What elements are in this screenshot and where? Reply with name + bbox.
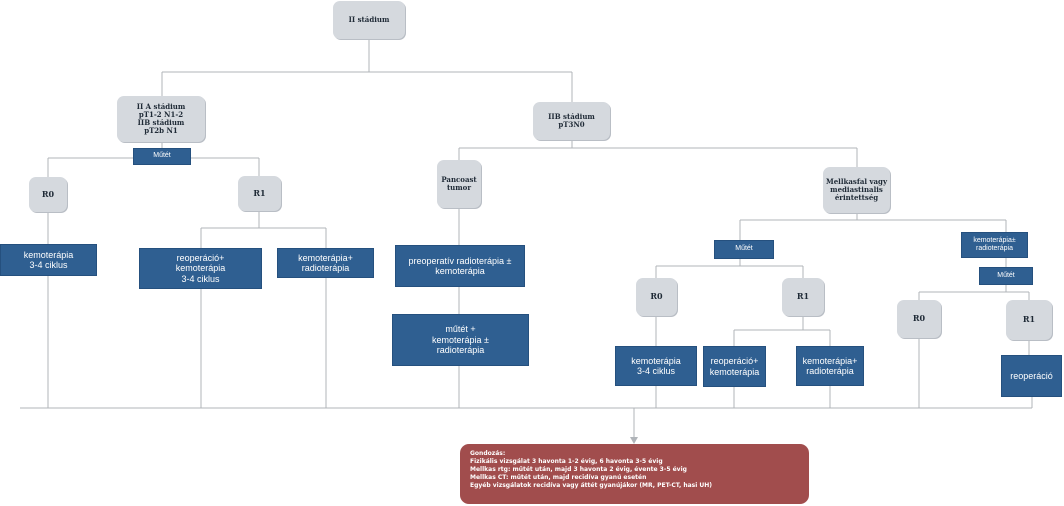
r1-left-node: R1 <box>238 176 281 211</box>
followup-line: Mellkas CT: műtét után, majd recidíva gy… <box>470 474 647 482</box>
followup-box: Gondozás: Fizikális vizsgálat 3 havonta … <box>460 444 809 504</box>
preop-radiotherapy-node: preoperatív radioterápia ± kemoterápia <box>395 245 525 287</box>
r0-mid-node: R0 <box>636 278 677 316</box>
chemo-left-node: kemoterápia 3-4 ciklus <box>0 244 97 276</box>
r1-right-node: R1 <box>1006 300 1052 340</box>
reoperation-right-node: reoperáció <box>1001 355 1062 397</box>
stage-iib-node: IIB stádium pT3N0 <box>533 102 610 140</box>
chestwall-involvement-node: Mellkasfal vagy mediastinalis érintettsé… <box>823 167 890 213</box>
pancoast-tumor-node: Pancoast tumor <box>437 160 481 208</box>
stage-iia-node: II A stádium pT1-2 N1-2 IIB stádium pT2b… <box>117 96 205 142</box>
surgery-mid-node: Műtét <box>714 240 774 259</box>
reop-chemo-mid-node: reoperáció+ kemoterápia <box>703 346 766 387</box>
chemorad-left-node: kemoterápia+ radioterápia <box>277 248 374 278</box>
surgery-chemo-rad-node: műtét + kemoterápia ± radioterápia <box>392 314 529 366</box>
reop-chemo-left-node: reoperáció+ kemoterápia 3-4 ciklus <box>139 248 262 289</box>
surgery-left-node: Műtét <box>133 148 191 165</box>
stage-ii-node: II stádium <box>333 1 405 39</box>
followup-line: Mellkas rtg: műtét után, majd 3 havonta … <box>470 466 687 474</box>
r0-right-node: R0 <box>897 300 941 338</box>
chemo-mid-node: kemoterápia 3-4 ciklus <box>615 346 697 386</box>
followup-line: Fizikális vizsgálat 3 havonta 1-2 évig, … <box>470 458 663 466</box>
r0-left-node: R0 <box>29 177 67 212</box>
chemorad-right-node: kemoterápia± radioterápia <box>961 232 1028 258</box>
chemorad-mid-node: kemoterápia+ radioterápia <box>796 346 864 386</box>
surgery-right-node: Műtét <box>979 267 1033 285</box>
followup-line: Egyéb vizsgálatok recidíva vagy áttét gy… <box>470 482 713 490</box>
r1-mid-node: R1 <box>782 278 824 316</box>
followup-title: Gondozás: <box>470 450 506 457</box>
